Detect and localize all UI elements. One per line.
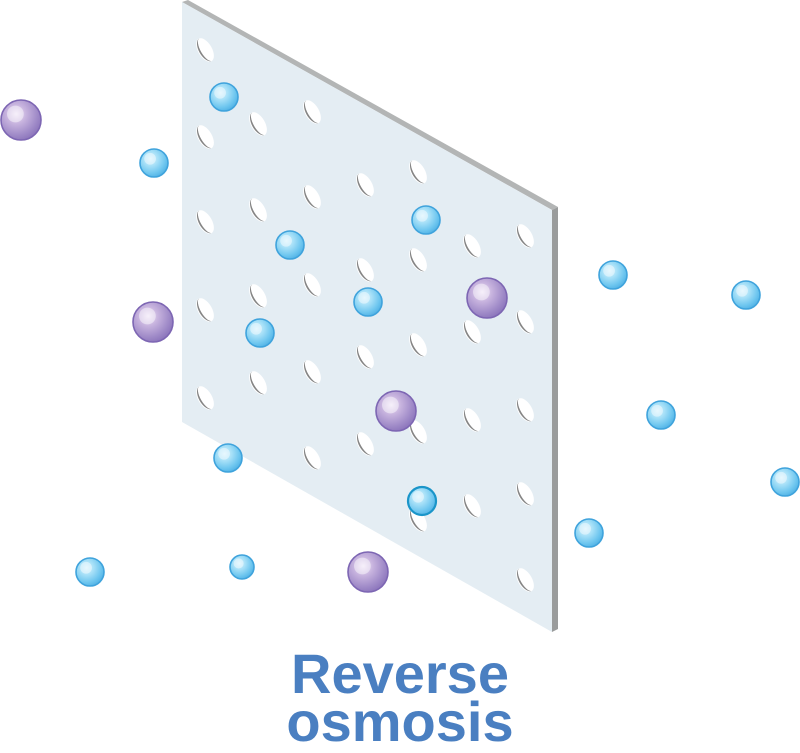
pore	[356, 258, 374, 282]
pore	[249, 198, 267, 222]
water-molecule	[406, 485, 438, 517]
pore	[356, 345, 374, 369]
pore	[463, 234, 481, 258]
water-molecule	[353, 287, 383, 317]
water-molecule	[245, 318, 275, 348]
pore	[303, 273, 321, 297]
pore	[356, 432, 374, 456]
pore	[196, 125, 214, 149]
pore	[303, 100, 321, 124]
solute-molecules	[0, 99, 508, 593]
pore	[249, 112, 267, 136]
pore	[463, 494, 481, 518]
pore	[516, 310, 534, 334]
pore	[516, 568, 534, 592]
title-reverse: Reverse	[291, 642, 509, 705]
pore	[409, 420, 427, 444]
pore	[196, 210, 214, 234]
pore	[409, 160, 427, 184]
water-molecule	[646, 400, 676, 430]
solute-molecule	[132, 301, 174, 343]
water-molecule	[411, 205, 441, 235]
pore	[196, 298, 214, 322]
water-molecule	[209, 82, 239, 112]
water-molecule	[770, 467, 800, 497]
membrane-top-edge	[182, 0, 558, 210]
solute-molecule	[347, 551, 389, 593]
membrane	[182, 0, 558, 632]
membrane-face	[182, 2, 552, 632]
water-molecule	[275, 230, 305, 260]
pore	[409, 333, 427, 357]
solute-molecule	[466, 277, 508, 319]
water-molecule	[139, 148, 169, 178]
water-molecule	[229, 554, 255, 580]
pore	[249, 371, 267, 395]
pore	[516, 398, 534, 422]
water-molecule	[731, 280, 761, 310]
pore	[463, 408, 481, 432]
pore	[516, 482, 534, 506]
title-osmosis: osmosis	[286, 690, 514, 753]
membrane-side-edge	[552, 207, 558, 632]
pore	[249, 284, 267, 308]
water-molecule	[574, 518, 604, 548]
water-molecules	[75, 82, 800, 587]
pore	[516, 224, 534, 248]
pore	[196, 38, 214, 62]
pore	[196, 386, 214, 410]
pore	[303, 185, 321, 209]
solute-molecule	[0, 99, 42, 141]
pore	[303, 360, 321, 384]
water-molecule	[75, 557, 105, 587]
water-molecule	[598, 260, 628, 290]
membrane-pores	[196, 38, 534, 592]
water-molecule	[213, 443, 243, 473]
pore	[303, 446, 321, 470]
pore	[463, 320, 481, 344]
pore	[409, 248, 427, 272]
solute-molecule	[375, 390, 417, 432]
pore	[356, 173, 374, 197]
